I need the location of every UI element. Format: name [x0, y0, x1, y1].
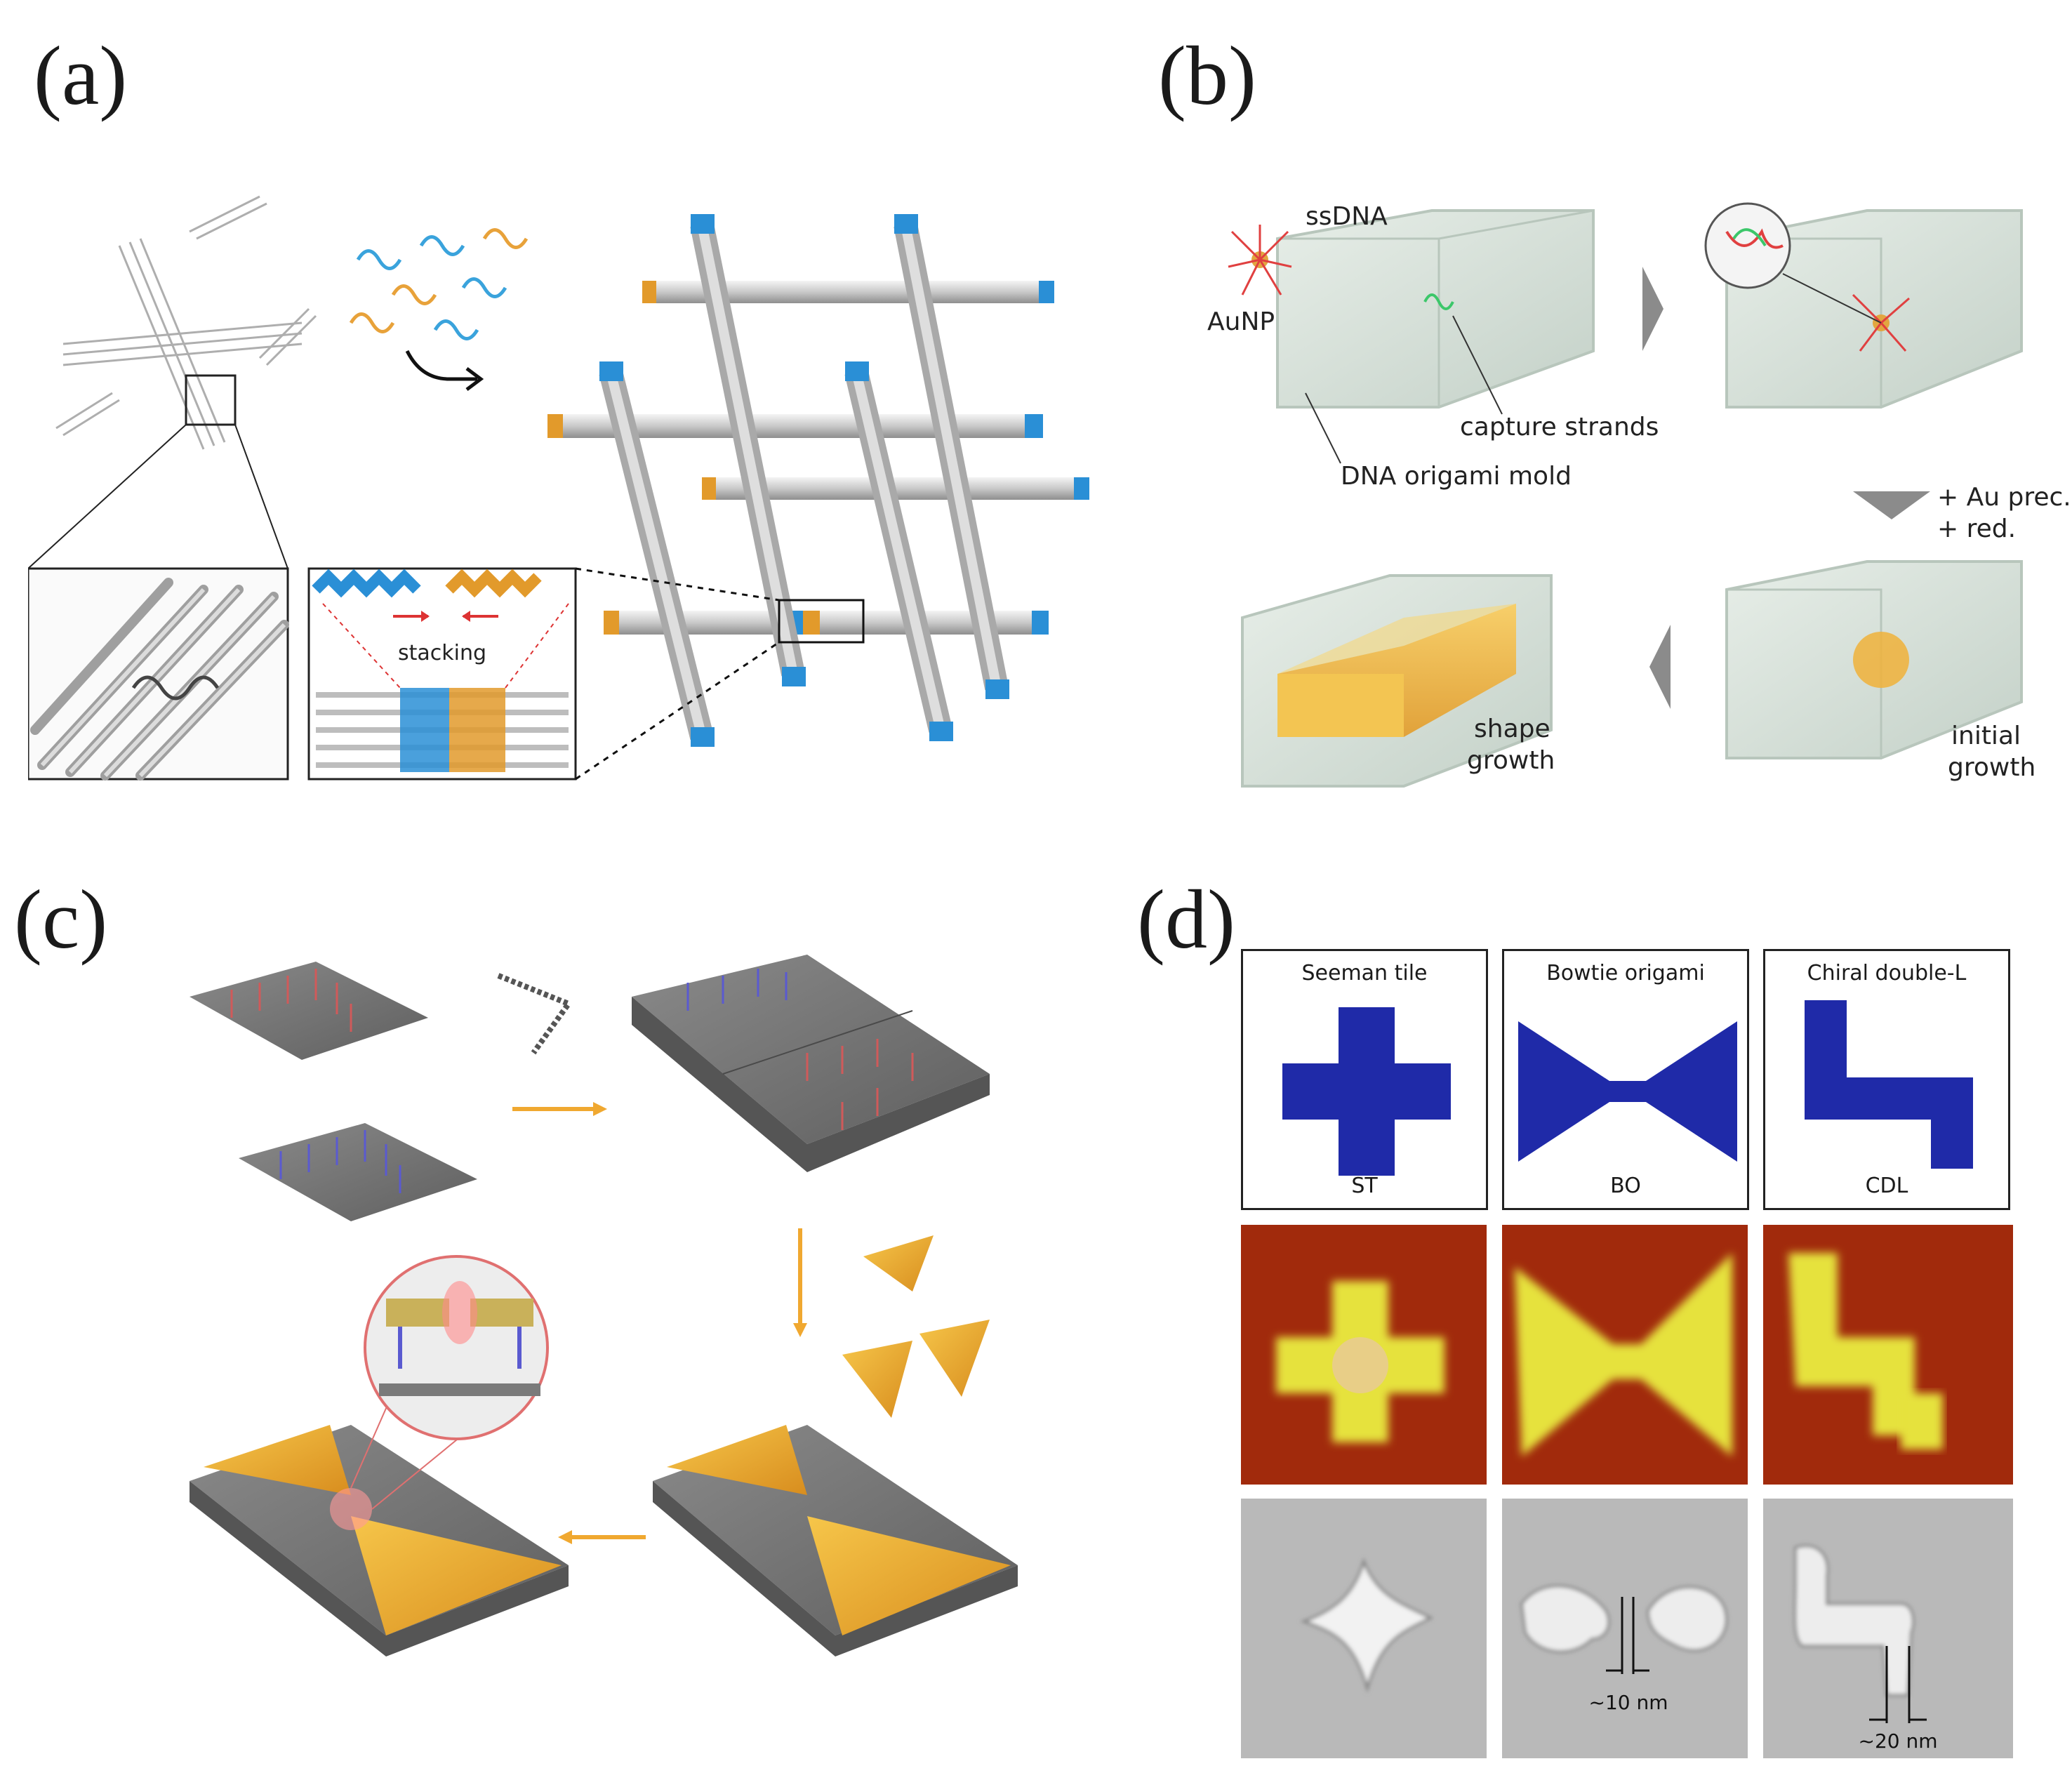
sem-images: ~10 nm ~20 nm — [1241, 1499, 2013, 1758]
bowtie-assembly-right — [653, 1425, 1018, 1657]
panel-a-diagram: stacking — [28, 195, 1089, 781]
staple-strand — [497, 973, 573, 1055]
afm-bo — [1502, 1225, 1748, 1485]
origami-plate-2 — [239, 1123, 477, 1221]
gold-triangles — [842, 1235, 990, 1418]
origami-plate-1 — [190, 962, 428, 1060]
stacking-inset: stacking — [307, 567, 780, 781]
tile-title-bo: Bowtie origami — [1546, 961, 1705, 985]
gap-zoom-circle — [350, 1255, 549, 1510]
tile-abbr-cdl: CDL — [1865, 1174, 1908, 1198]
seeman-tile-shape — [1282, 1007, 1451, 1176]
au-prec-label: + Au prec. — [1937, 483, 2071, 512]
gap-label-cdl: ~20 nm — [1858, 1730, 1937, 1753]
aunp-label: AuNP — [1207, 307, 1275, 336]
arrow-down-c — [793, 1228, 807, 1337]
afm-st — [1241, 1225, 1487, 1485]
mold-label: DNA origami mold — [1341, 462, 1572, 491]
lattice — [547, 214, 1089, 747]
tile-title-st: Seeman tile — [1301, 961, 1428, 985]
tile-title-cdl: Chiral double-L — [1807, 961, 1967, 985]
assembly-arrow — [405, 350, 484, 391]
mold-2 — [1704, 202, 2023, 409]
capture-strands-label: capture strands — [1460, 413, 1659, 442]
sem-bo: ~10 nm — [1502, 1499, 1748, 1758]
panel-c-diagram — [190, 955, 1018, 1657]
bowtie-shape — [1518, 1021, 1737, 1162]
stacking-label: stacking — [398, 641, 486, 665]
red-label: + red. — [1937, 514, 2016, 543]
arrow-left-c — [558, 1530, 646, 1544]
monomer-sketch — [55, 195, 317, 450]
free-strands — [349, 228, 529, 340]
double-l-shape — [1805, 1000, 1973, 1169]
shape-growth-label: growth — [1467, 746, 1555, 775]
tile-box-cdl: Chiral double-L CDL — [1763, 949, 2010, 1210]
arrow-right-c — [512, 1102, 607, 1116]
origami-plate-combined — [632, 955, 990, 1172]
shape-label: shape — [1474, 715, 1550, 743]
gap-label-bo: ~10 nm — [1588, 1691, 1668, 1714]
sem-cdl: ~20 nm — [1763, 1499, 2013, 1758]
initial-label: initial — [1951, 722, 2021, 750]
panel-b-diagram: ssDNA AuNP capture strands DNA origami m… — [1207, 202, 2071, 788]
initial-growth-label: growth — [1948, 753, 2036, 782]
mold-shape-growth — [1241, 574, 1553, 788]
tile-abbr-bo: BO — [1610, 1174, 1641, 1198]
afm-cdl — [1763, 1225, 2013, 1485]
afm-images — [1241, 1225, 2013, 1485]
panel-label-b: (b) — [1158, 29, 1256, 122]
ssdna-label: ssDNA — [1306, 202, 1388, 231]
arrow-right — [1642, 267, 1663, 351]
panel-label-d: (d) — [1137, 872, 1235, 966]
panel-label-c: (c) — [14, 872, 108, 966]
sem-st — [1241, 1499, 1487, 1758]
mold-initial-growth — [1725, 560, 2023, 759]
tile-box-bo: Bowtie origami BO — [1502, 949, 1749, 1210]
zoom-box-small — [185, 374, 237, 426]
zoom-box-lattice — [778, 599, 865, 644]
aunp-icon — [1228, 225, 1292, 296]
panel-label-a: (a) — [34, 29, 128, 122]
arrow-down — [1853, 491, 1930, 519]
bowtie-assembly-left — [190, 1425, 569, 1657]
tile-box-st: Seeman tile ST — [1241, 949, 1488, 1210]
mold-1 — [1276, 209, 1595, 409]
tile-abbr-st: ST — [1351, 1174, 1378, 1198]
arrow-left — [1649, 625, 1671, 709]
zoom-inset-left — [28, 567, 289, 781]
